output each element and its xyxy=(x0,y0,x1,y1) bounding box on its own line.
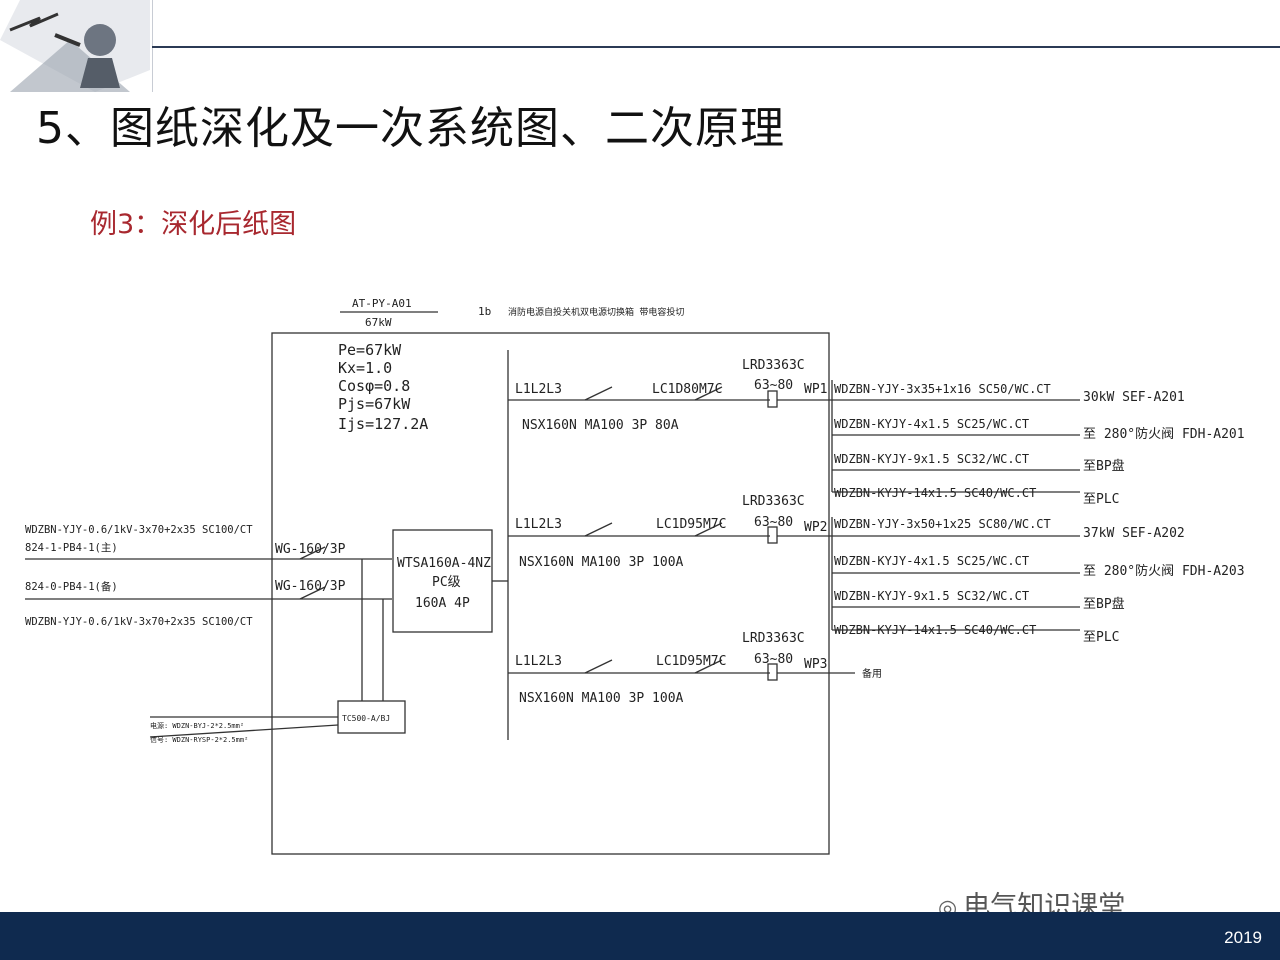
feeder-3-phases: L1L2L3 xyxy=(515,654,562,669)
slide-subtitle: 例3：深化后纸图 xyxy=(90,209,297,240)
param-ijs: Ijs=127.2A xyxy=(338,415,428,433)
feeder-3-dest: 备用 xyxy=(862,667,882,680)
incoming-source-2: 824-0-PB4-1(备) xyxy=(25,580,118,593)
incoming-source-1: 824-1-PB4-1(主) xyxy=(25,542,118,554)
feeder-2-breaker: NSX160N MA100 3P 100A xyxy=(519,555,684,570)
feeder-1-dest-4: 至PLC xyxy=(1083,492,1119,507)
param-cos: Cosφ=0.8 xyxy=(338,377,410,395)
feeder-1-dest-3: 至BP盘 xyxy=(1083,458,1125,474)
feeder-2-phases: L1L2L3 xyxy=(515,517,562,532)
feeder-1-phases: L1L2L3 xyxy=(515,382,562,397)
top-note-number: 1b xyxy=(478,305,491,318)
feeder-3-range: 63~80 xyxy=(754,652,793,667)
feeder-2-relay: LRD3363C xyxy=(742,494,805,509)
feeder-2-contactor: LC1D95M7C xyxy=(656,517,726,532)
param-pjs: Pjs=67kW xyxy=(338,395,411,413)
slide-title: 5、图纸深化及一次系统图、二次原理 xyxy=(36,103,785,154)
incoming-cable-1: WDZBN-YJY-0.6/1kV-3x70+2x35 SC100/CT xyxy=(25,524,253,536)
feeder-2-dest-2: 至 280°防火阀 FDH-A203 xyxy=(1083,563,1245,579)
ats-label-2: PC级 xyxy=(432,575,461,590)
feeder-2-cable-2: WDZBN-KYJY-4x1.5 SC25/WC.CT xyxy=(834,554,1029,568)
feeder-1-cable-2: WDZBN-KYJY-4x1.5 SC25/WC.CT xyxy=(834,417,1029,431)
param-kx: Kx=1.0 xyxy=(338,359,392,377)
cabinet-outline xyxy=(271,332,830,855)
controller-label: TC500-A/BJ xyxy=(342,714,390,723)
feeder-2-circuit: WP2 xyxy=(804,520,827,535)
feeder-1-breaker: NSX160N MA100 3P 80A xyxy=(522,418,679,433)
feeder-3-contactor: LC1D95M7C xyxy=(656,654,726,669)
feeder-2-dest-1: 37kW SEF-A202 xyxy=(1083,526,1185,541)
feeder-2-cable-1: WDZBN-YJY-3x50+1x25 SC80/WC.CT xyxy=(834,517,1051,531)
incoming-cable-2: WDZBN-YJY-0.6/1kV-3x70+2x35 SC100/CT xyxy=(25,616,253,628)
feeder-1-relay: LRD3363C xyxy=(742,358,805,373)
top-note: 消防电源自投关机双电源切换箱 带电容投切 xyxy=(508,306,684,318)
top-label-1: AT-PY-A01 xyxy=(352,297,412,310)
footer-year: 2019 xyxy=(1224,928,1262,947)
header-divider xyxy=(152,46,1280,48)
feeder-1-cable-3: WDZBN-KYJY-9x1.5 SC32/WC.CT xyxy=(834,452,1029,466)
feeder-2-dest-3: 至BP盘 xyxy=(1083,596,1125,612)
feeder-3-circuit: WP3 xyxy=(804,657,827,672)
control-cable-2: 信号: WDZN-RYSP-2*2.5mm² xyxy=(150,735,248,744)
feeder-1-dest-2: 至 280°防火阀 FDH-A201 xyxy=(1083,426,1245,442)
top-label-2: 67kW xyxy=(365,316,392,329)
feeder-1-contactor: LC1D80M7C xyxy=(652,382,722,397)
feeder-3-breaker: NSX160N MA100 3P 100A xyxy=(519,691,684,706)
ats-label-3: 160A 4P xyxy=(415,596,470,611)
footer-bar xyxy=(0,912,1280,960)
feeder-1-cable-1: WDZBN-YJY-3x35+1x16 SC50/WC.CT xyxy=(834,382,1051,396)
feeder-2-cable-3: WDZBN-KYJY-9x1.5 SC32/WC.CT xyxy=(834,589,1029,603)
electrical-schematic: AT-PY-A01 67kW 1b 消防电源自投关机双电源切换箱 带电容投切 P… xyxy=(25,297,1245,855)
company-logo xyxy=(0,0,150,92)
feeder-1-cable-4: WDZBN-KYJY-14x1.5 SC40/WC.CT xyxy=(834,486,1036,500)
switch-2-label: WG-160/3P xyxy=(275,579,346,594)
feeder-2-cable-4: WDZBN-KYJY-14x1.5 SC40/WC.CT xyxy=(834,623,1036,637)
feeder-3-relay: LRD3363C xyxy=(742,631,805,646)
control-cable-1: 电源: WDZN-BYJ-2*2.5mm² xyxy=(150,721,244,730)
feeder-1-dest-1: 30kW SEF-A201 xyxy=(1083,390,1185,405)
feeder-1-circuit: WP1 xyxy=(804,382,827,397)
ats-label-1: WTSA160A-4NZ xyxy=(397,556,491,571)
feeder-2-dest-4: 至PLC xyxy=(1083,630,1119,645)
switch-1-label: WG-160/3P xyxy=(275,542,346,557)
param-pe: Pe=67kW xyxy=(338,341,402,359)
feeder-2-range: 63~80 xyxy=(754,515,793,530)
feeder-1-range: 63~80 xyxy=(754,378,793,393)
